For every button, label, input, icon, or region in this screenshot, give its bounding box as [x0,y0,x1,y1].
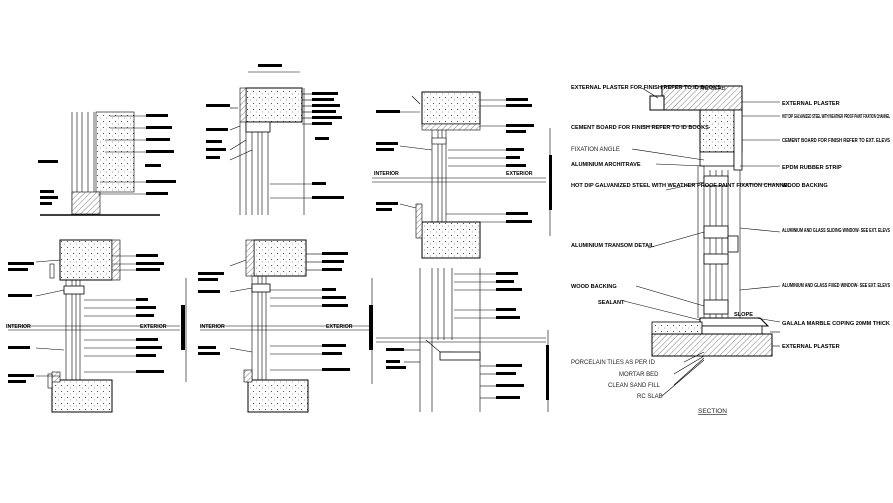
exterior-label-2: EXTERIOR [326,324,353,330]
label-mortar-bed: MORTAR BED [619,372,659,378]
label-clean-sand-fill: CLEAN SAND FILL [608,383,661,389]
detail-jamb-2 [206,64,344,215]
label-galvanized-channel-mid: HOT DIP GALVANIZED STEEL WITH WEATHER PR… [571,183,791,189]
label-galala-marble: GALALA MARBLE COPING 20MM THICK [782,321,890,327]
interior-label-3: INTERIOR [374,171,399,177]
label-galvanized-channel-top: HOT DIP GALVANIZED STEEL WITH WEATHER PR… [782,114,890,120]
interior-label-2: INTERIOR [200,324,225,330]
label-ext-plaster-finish: EXTERNAL PLASTER FOR FINISH REFER TO ID … [571,85,721,91]
label-fixation-angle: FIXATION ANGLE [571,147,620,153]
label-transom-detail: ALUMINIUM TRANSOM DETAIL [571,243,655,249]
label-porcelain-tiles: PORCELAIN TILES AS PER ID [571,360,656,366]
label-rc-slab-top: RC SLAB [700,86,726,92]
label-cement-board-ext: CEMENT BOARD FOR FINISH REFER TO EXT. EL… [782,138,890,144]
section-title: SECTION [698,408,727,415]
label-external-plaster-top: EXTERNAL PLASTER [782,101,840,107]
label-slope: SLOPE [734,312,753,318]
label-epdm-rubber-strip: EPDM RUBBER STRIP [782,165,842,171]
label-wood-backing-bottom: WOOD BACKING [571,284,617,290]
exterior-label-3: EXTERIOR [506,171,533,177]
main-section-detail [623,85,781,397]
label-wood-backing-top: WOOD BACKING [782,183,828,189]
detail-head-sill-5 [198,239,373,413]
label-sealant: SEALANT [598,300,625,306]
detail-head-sill-4 [8,239,187,413]
label-aluminium-architrave: ALUMINIUM ARCHITRAVE [571,162,641,168]
label-sliding-window: ALUMINIUM AND GLASS SLIDING WINDOW- SEE … [782,228,890,234]
detail-sill-6 [376,268,549,412]
label-cement-board-id: CEMENT BOARD FOR FINISH REFER TO ID BOOK… [571,125,709,131]
label-fixed-window: ALUMINIUM AND GLASS FIXED WINDOW- SEE EX… [782,283,890,289]
label-external-plaster-bottom: EXTERNAL PLASTER [782,344,840,350]
svg-text:EXTERNAL PLASTER FOR FINISH RE: EXTERNAL PLASTER FOR FINISH REFER TO ID … [571,85,721,91]
exterior-label-1: EXTERIOR [140,324,167,330]
detail-jamb-1 [38,111,176,216]
label-rc-slab-bottom: RC SLAB [637,394,663,400]
interior-label-1: INTERIOR [6,324,31,330]
detail-head-sill-3 [372,91,552,259]
main-section-labels: EXTERNAL PLASTER FOR FINISH REFER TO ID … [571,85,890,415]
